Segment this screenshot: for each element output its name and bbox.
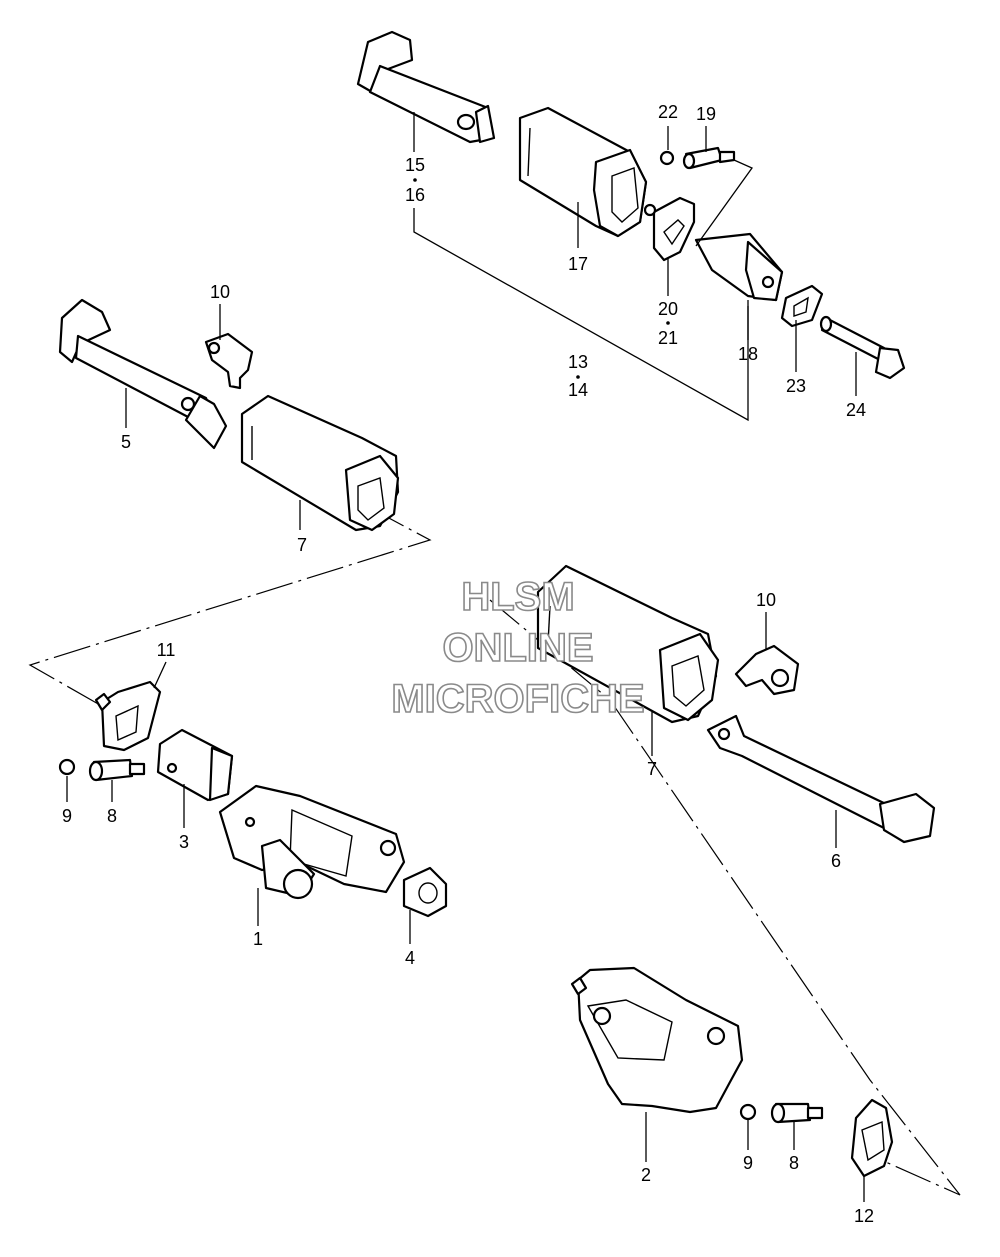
callout-14: 14	[568, 380, 588, 400]
bracket-1	[218, 784, 406, 900]
callout-20: 20	[658, 299, 678, 319]
callout-10-upper: 10	[210, 282, 230, 302]
callout-18: 18	[738, 344, 758, 364]
bolt-8-left	[88, 758, 146, 782]
cap-9-left	[58, 758, 76, 776]
rubber-rear-upper	[518, 106, 648, 238]
clip-10-right	[734, 644, 800, 696]
callout-5: 5	[121, 432, 131, 452]
callout-22: 22	[658, 102, 678, 122]
alignment-lines	[28, 507, 961, 1196]
callout-3: 3	[179, 832, 189, 852]
callout-21: 21	[658, 328, 678, 348]
cap-9-right	[739, 1103, 757, 1121]
holder-18	[694, 232, 784, 302]
callout-13: 13	[568, 352, 588, 372]
plate-20	[643, 196, 696, 262]
callout-labels: 15 16 17 22 19 20 21 13 14 18 23 24 5 10…	[62, 102, 874, 1226]
callout-17: 17	[568, 254, 588, 274]
watermark: HLSM ONLINE MICROFICHE	[391, 574, 646, 722]
watermark-line-3: MICROFICHE	[391, 677, 644, 721]
callout-6: 6	[831, 851, 841, 871]
callout-4: 4	[405, 948, 415, 968]
pin-24	[819, 315, 906, 380]
callout-11: 11	[157, 640, 176, 660]
callout-10-right: 10	[756, 590, 776, 610]
leader-lines	[66, 112, 865, 1202]
callout-9-right: 9	[743, 1153, 753, 1173]
bracket-2	[570, 966, 744, 1114]
callout-24: 24	[846, 400, 866, 420]
bracket-11	[94, 680, 162, 752]
callout-8-left: 8	[107, 806, 117, 826]
callout-9-left: 9	[62, 806, 72, 826]
holder-3	[156, 728, 234, 802]
watermark-line-1: HLSM	[461, 575, 574, 619]
rubber-7-right	[536, 564, 720, 724]
watermark-line-2: ONLINE	[442, 626, 593, 670]
bolt-19	[682, 146, 736, 170]
callout-7-left: 7	[297, 535, 307, 555]
bolt-8-right	[770, 1102, 824, 1124]
callout-8-right: 8	[789, 1153, 799, 1173]
callout-1: 1	[253, 929, 263, 949]
rubber-7-left	[240, 394, 400, 532]
callout-19: 19	[696, 104, 716, 124]
callout-15: 15	[405, 155, 425, 175]
callout-7-right: 7	[647, 759, 657, 779]
callout-23: 23	[786, 376, 806, 396]
callout-12: 12	[854, 1206, 874, 1226]
callout-16: 16	[405, 185, 425, 205]
callout-2: 2	[641, 1165, 651, 1185]
nut-4	[402, 866, 448, 918]
bracket-12	[850, 1098, 894, 1178]
washer-23	[780, 284, 824, 328]
clip-10-upper	[204, 332, 254, 390]
cap-22	[659, 150, 675, 166]
footrest-6	[706, 714, 936, 844]
footrest-5	[58, 298, 228, 450]
footrest-rear-upper	[356, 30, 496, 144]
